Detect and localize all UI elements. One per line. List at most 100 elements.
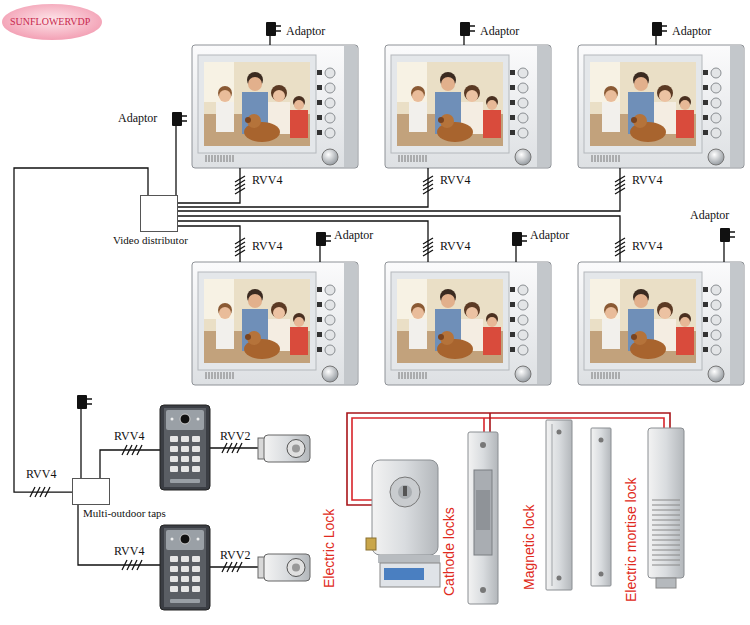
cable [100, 450, 160, 478]
mortise-lock-part [652, 565, 680, 566]
indoor-monitor-part [510, 317, 515, 322]
power-adaptor-part [276, 30, 281, 32]
door-station-part [181, 586, 189, 592]
indoor-monitor-part [405, 372, 406, 379]
power-adaptor-part [723, 242, 724, 262]
indoor-monitor-part [344, 46, 357, 167]
indoor-monitor-part [322, 149, 338, 165]
mortise-lock-part [652, 560, 680, 561]
indoor-monitor-part [730, 263, 743, 384]
cable-label: RVV4 [252, 174, 282, 187]
cable-label: RVV2 [220, 549, 250, 562]
indoor-monitor-part [409, 319, 427, 349]
indoor-monitor-part [245, 117, 251, 123]
mortise-lock-part [652, 545, 680, 546]
indoor-monitor-part [426, 155, 427, 162]
indoor-monitor-part [518, 300, 528, 310]
magnetic-lock-part [591, 428, 611, 586]
indoor-monitor-part [317, 302, 322, 307]
power-adaptor-part [662, 30, 667, 32]
indoor-monitor-part [510, 100, 515, 105]
indoor-monitor-part [703, 100, 708, 105]
indoor-monitor [578, 262, 744, 385]
indoor-monitor-part [711, 285, 721, 295]
node-label: Video distributor [113, 234, 188, 247]
indoor-monitor-part [610, 155, 611, 162]
indoor-monitor-part [592, 155, 593, 162]
indoor-monitor-part [711, 98, 721, 108]
indoor-monitor-part [510, 85, 515, 90]
magnetic-lock [546, 420, 611, 590]
cable-hatch [122, 445, 142, 455]
indoor-monitor-part [391, 55, 509, 153]
brand-watermark: SUNFLOWERVDP [10, 16, 90, 27]
power-adaptor [720, 228, 735, 262]
power-adaptor-part [522, 240, 527, 242]
indoor-monitor-part [619, 372, 620, 379]
door-station-part [181, 576, 189, 582]
indoor-monitor-part [518, 345, 528, 355]
indoor-monitor-part [604, 155, 605, 162]
door-station-part [170, 456, 178, 462]
door-station-part [170, 576, 178, 582]
indoor-monitor-part [610, 372, 611, 379]
indoor-monitor-part [273, 90, 285, 102]
part-label: Adaptor [480, 25, 519, 38]
door-station-part [192, 436, 200, 442]
indoor-monitor-part [595, 372, 596, 379]
indoor-monitor-part [325, 113, 335, 123]
indoor-monitor-part [408, 372, 409, 379]
indoor-monitor-part [703, 85, 708, 90]
door-station-part [180, 534, 190, 544]
lock-label: Magnetic lock [522, 504, 537, 590]
logo-oval [2, 4, 102, 40]
power-adaptor-part [515, 246, 516, 262]
magnetic-lock-part [546, 420, 572, 590]
power-adaptor-part [182, 115, 187, 117]
indoor-monitor-part [411, 155, 412, 162]
indoor-monitor-part [198, 272, 316, 370]
indoor-monitor-part [218, 372, 219, 379]
indoor-monitor-part [399, 372, 400, 379]
indoor-monitor-part [317, 130, 322, 135]
indoor-monitor-part [711, 315, 721, 325]
door-station-part [181, 466, 189, 472]
indoor-monitor [385, 262, 551, 385]
indoor-monitor-part [317, 287, 322, 292]
power-adaptor-part [182, 120, 187, 122]
mortise-lock-part [652, 535, 680, 536]
indoor-monitor-part [221, 372, 222, 379]
power-adaptor-part [662, 25, 667, 27]
indoor-monitor-part [325, 68, 335, 78]
indoor-monitor-part [414, 372, 415, 379]
indoor-monitor-part [204, 279, 234, 319]
cable-label: RVV4 [252, 240, 282, 253]
indoor-monitor-part [397, 62, 427, 102]
cable-hatch-part [615, 250, 625, 256]
door-station-part [164, 528, 206, 607]
indoor-monitor-part [602, 319, 620, 349]
cable-label: RVV4 [114, 545, 144, 558]
indoor-monitor-part [605, 90, 617, 102]
indoor-monitor-part [325, 98, 335, 108]
power-adaptor-part [175, 126, 176, 195]
indoor-monitor-part [438, 117, 444, 123]
indoor-monitor-part [590, 62, 696, 146]
indoor-monitor-part [703, 287, 708, 292]
indoor-monitor-part [409, 102, 427, 132]
cable-hatch [235, 176, 245, 194]
power-adaptor-part [319, 246, 320, 262]
power-adaptor [652, 22, 667, 45]
mortise-lock-part [656, 578, 676, 588]
indoor-monitor-part [420, 372, 421, 379]
power-adaptor-part [276, 25, 281, 27]
indoor-monitor-part [206, 372, 207, 379]
indoor-monitor-part [483, 110, 501, 138]
door-station-part [181, 556, 189, 562]
indoor-monitor-part [510, 130, 515, 135]
indoor-monitor-part [680, 317, 690, 327]
door-station-part [192, 586, 200, 592]
indoor-monitor-part [325, 128, 335, 138]
indoor-monitor-part [676, 327, 694, 355]
door-station-part [192, 556, 200, 562]
